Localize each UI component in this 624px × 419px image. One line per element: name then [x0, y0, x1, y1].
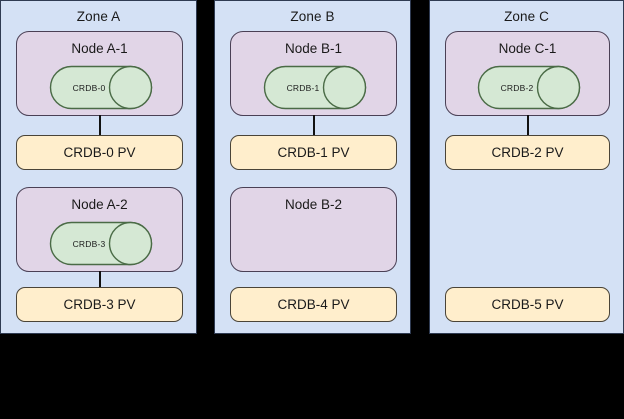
node-b-1[interactable]: Node B-1 CRDB-1: [230, 31, 397, 116]
pod-crdb-3-label: CRDB-3: [72, 238, 106, 249]
pod-crdb-3[interactable]: CRDB-3: [49, 221, 153, 266]
pod-crdb-0[interactable]: CRDB-0: [49, 65, 153, 110]
pv-crdb-3[interactable]: CRDB-3 PV: [16, 287, 183, 322]
pv-crdb-4[interactable]: CRDB-4 PV: [230, 287, 397, 322]
pv-crdb-0[interactable]: CRDB-0 PV: [16, 135, 183, 170]
connector-node-a-2-to-pv-3: [99, 271, 101, 288]
node-b-1-label: Node B-1: [284, 41, 343, 56]
pv-crdb-5[interactable]: CRDB-5 PV: [445, 287, 610, 322]
cylinder-shape-icon: [477, 65, 581, 110]
node-a-1-label: Node A-1: [71, 41, 128, 56]
node-a-2-label: Node A-2: [71, 197, 128, 212]
zone-title-a: Zone A: [76, 9, 121, 24]
node-c-1[interactable]: Node C-1 CRDB-2: [445, 31, 610, 116]
cylinder-shape-icon: [49, 65, 153, 110]
connector-node-a-1-to-pv-0: [99, 115, 101, 135]
zone-panel-c[interactable]: Zone C Node C-1 CRDB-2 CRDB-2 PV CRDB-5 …: [429, 0, 624, 334]
pod-crdb-1[interactable]: CRDB-1: [263, 65, 367, 110]
cylinder-shape-icon: [263, 65, 367, 110]
node-b-2-label: Node B-2: [284, 197, 343, 212]
pod-crdb-0-label: CRDB-0: [72, 82, 106, 93]
zone-panel-a[interactable]: Zone A Node A-1 CRDB-0 CRDB-0 PV Node A-…: [0, 0, 197, 334]
node-a-2[interactable]: Node A-2 CRDB-3: [16, 187, 183, 272]
cylinder-shape-icon: [49, 221, 153, 266]
connector-node-c-1-to-pv-2: [527, 115, 529, 135]
zone-panel-b[interactable]: Zone B Node B-1 CRDB-1 CRDB-1 PV Node B-…: [214, 0, 411, 334]
pod-crdb-2[interactable]: CRDB-2: [477, 65, 581, 110]
pv-crdb-1[interactable]: CRDB-1 PV: [230, 135, 397, 170]
pod-crdb-2-label: CRDB-2: [500, 82, 534, 93]
node-a-1[interactable]: Node A-1 CRDB-0: [16, 31, 183, 116]
node-c-1-label: Node C-1: [498, 41, 557, 56]
zone-title-b: Zone B: [290, 9, 335, 24]
connector-node-b-1-to-pv-1: [313, 115, 315, 135]
pv-crdb-2[interactable]: CRDB-2 PV: [445, 135, 610, 170]
node-b-2[interactable]: Node B-2: [230, 187, 397, 272]
pod-crdb-1-label: CRDB-1: [286, 82, 320, 93]
zone-title-c: Zone C: [504, 9, 549, 24]
